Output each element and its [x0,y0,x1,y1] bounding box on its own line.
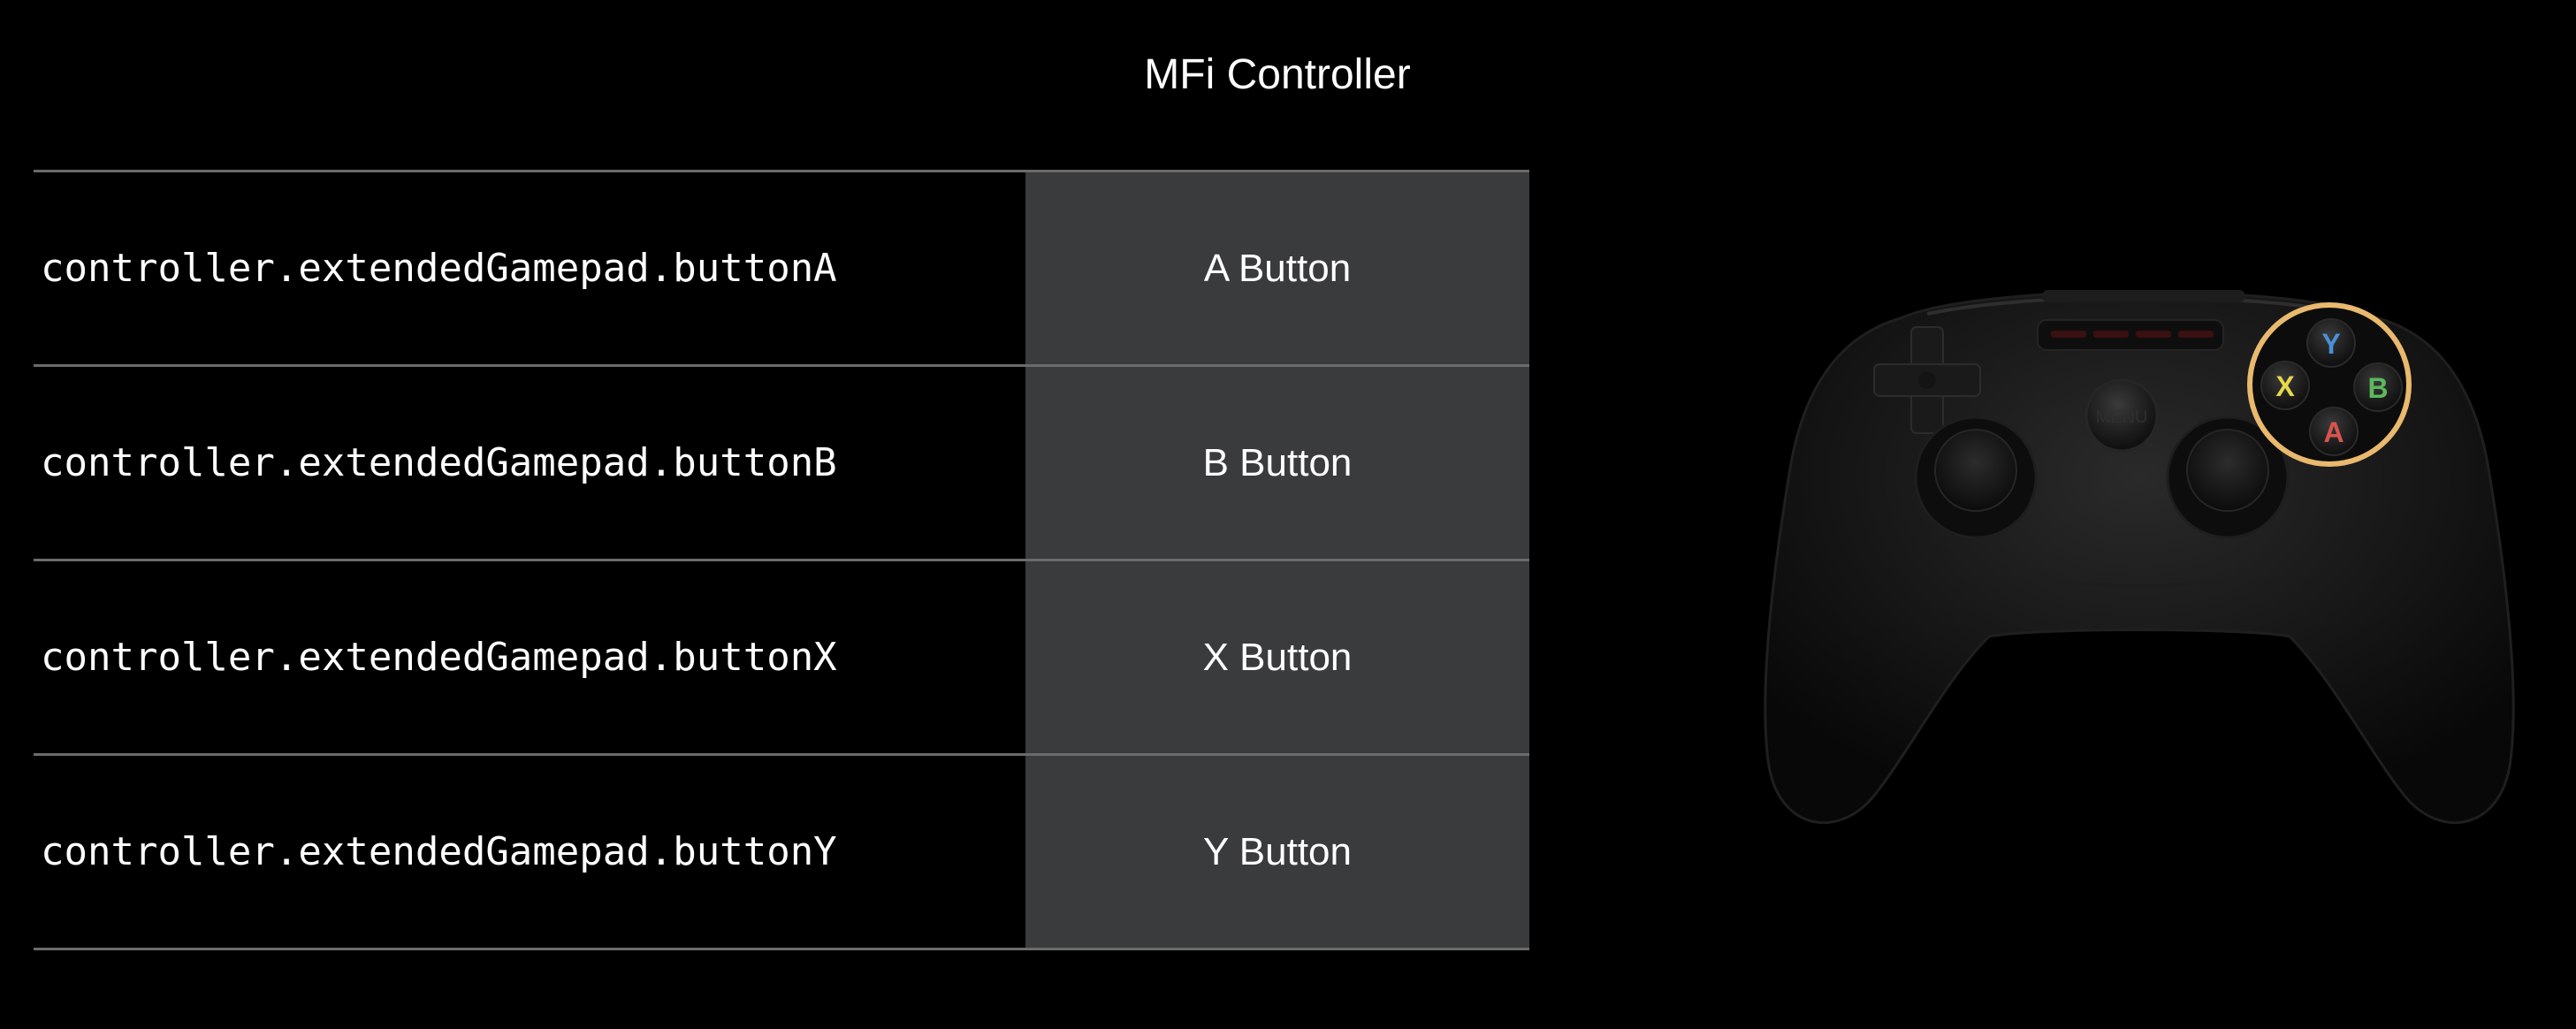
svg-text:Y: Y [2321,328,2340,360]
code-cell-button-b: controller.extendedGamepad.buttonB [34,367,1025,559]
table-row: controller.extendedGamepad.buttonX X But… [34,561,1529,756]
left-thumbstick-icon [1914,415,2038,539]
controller-illustration: MENU Y X B [1750,265,2528,866]
dpad-icon [1873,326,1981,434]
mfi-controller-header: MFi Controller [1144,51,1411,98]
menu-button-icon: MENU [2084,378,2159,453]
brand-strip [2042,290,2245,302]
player-led-bar [2037,319,2224,351]
face-buttons-cluster: Y X B A [2247,302,2412,467]
highlight-ring [2247,302,2412,467]
code-cell-button-x: controller.extendedGamepad.buttonX [34,561,1025,753]
button-mapping-table: controller.extendedGamepad.buttonA A But… [34,170,1529,950]
table-row: controller.extendedGamepad.buttonB B But… [34,367,1529,561]
gamepad-icon: MENU Y X B [1764,290,2515,825]
table-row: controller.extendedGamepad.buttonY Y But… [34,756,1529,950]
table-row: controller.extendedGamepad.buttonA A But… [34,172,1529,367]
code-cell-button-a: controller.extendedGamepad.buttonA [34,172,1025,364]
svg-text:X: X [2275,370,2295,402]
button-y-icon: Y [2306,318,2356,368]
name-cell-button-x: X Button [1025,561,1529,753]
svg-text:A: A [2323,416,2344,448]
name-cell-button-b: B Button [1025,367,1529,559]
button-a-icon: A [2309,407,2359,456]
svg-text:MENU: MENU [2096,408,2148,427]
right-thumbstick-icon [2166,415,2290,539]
name-cell-button-a: A Button [1025,172,1529,364]
code-cell-button-y: controller.extendedGamepad.buttonY [34,756,1025,948]
name-cell-button-y: Y Button [1025,756,1529,948]
button-b-icon: B [2353,362,2403,412]
button-x-icon: X [2260,361,2310,410]
body-crease [2041,577,2237,588]
svg-text:B: B [2367,372,2388,404]
